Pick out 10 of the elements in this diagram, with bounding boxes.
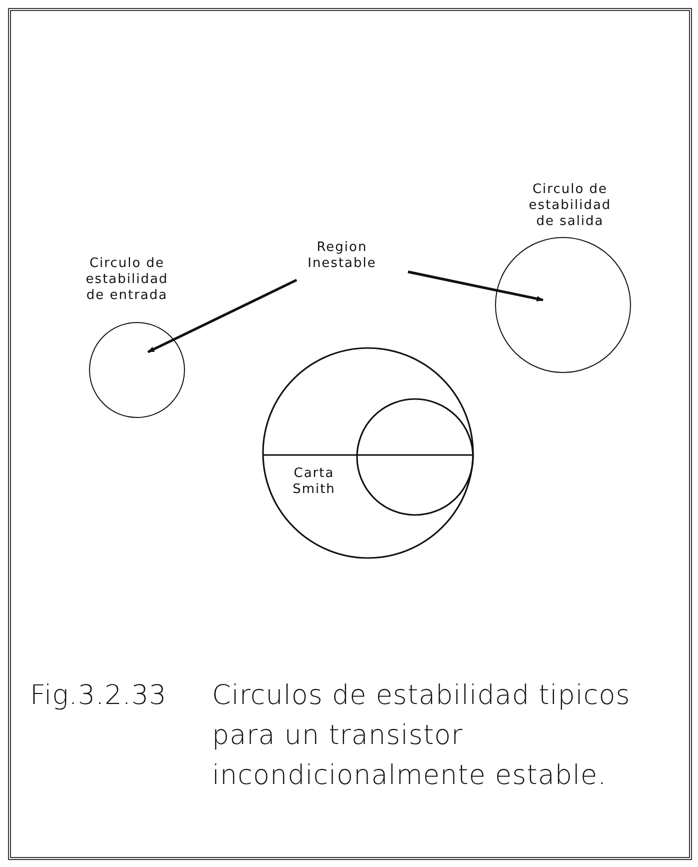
figure-number: Fig.3.2.33 <box>30 679 167 713</box>
arrow <box>408 270 544 302</box>
chart-label: Carta Smith <box>292 466 336 498</box>
circle-caption: Circulo de estabilidad de salida <box>528 182 612 230</box>
figure-caption: Circulos de estabilidad tipicos para un transistor incondicionalmente estable. <box>212 679 632 793</box>
stability-circle <box>89 322 185 418</box>
arrow <box>147 278 298 354</box>
circle-caption: Circulo de estabilidad de entrada <box>84 256 170 304</box>
stability-circle <box>495 237 631 373</box>
region-label: Region Inestable <box>306 240 378 272</box>
